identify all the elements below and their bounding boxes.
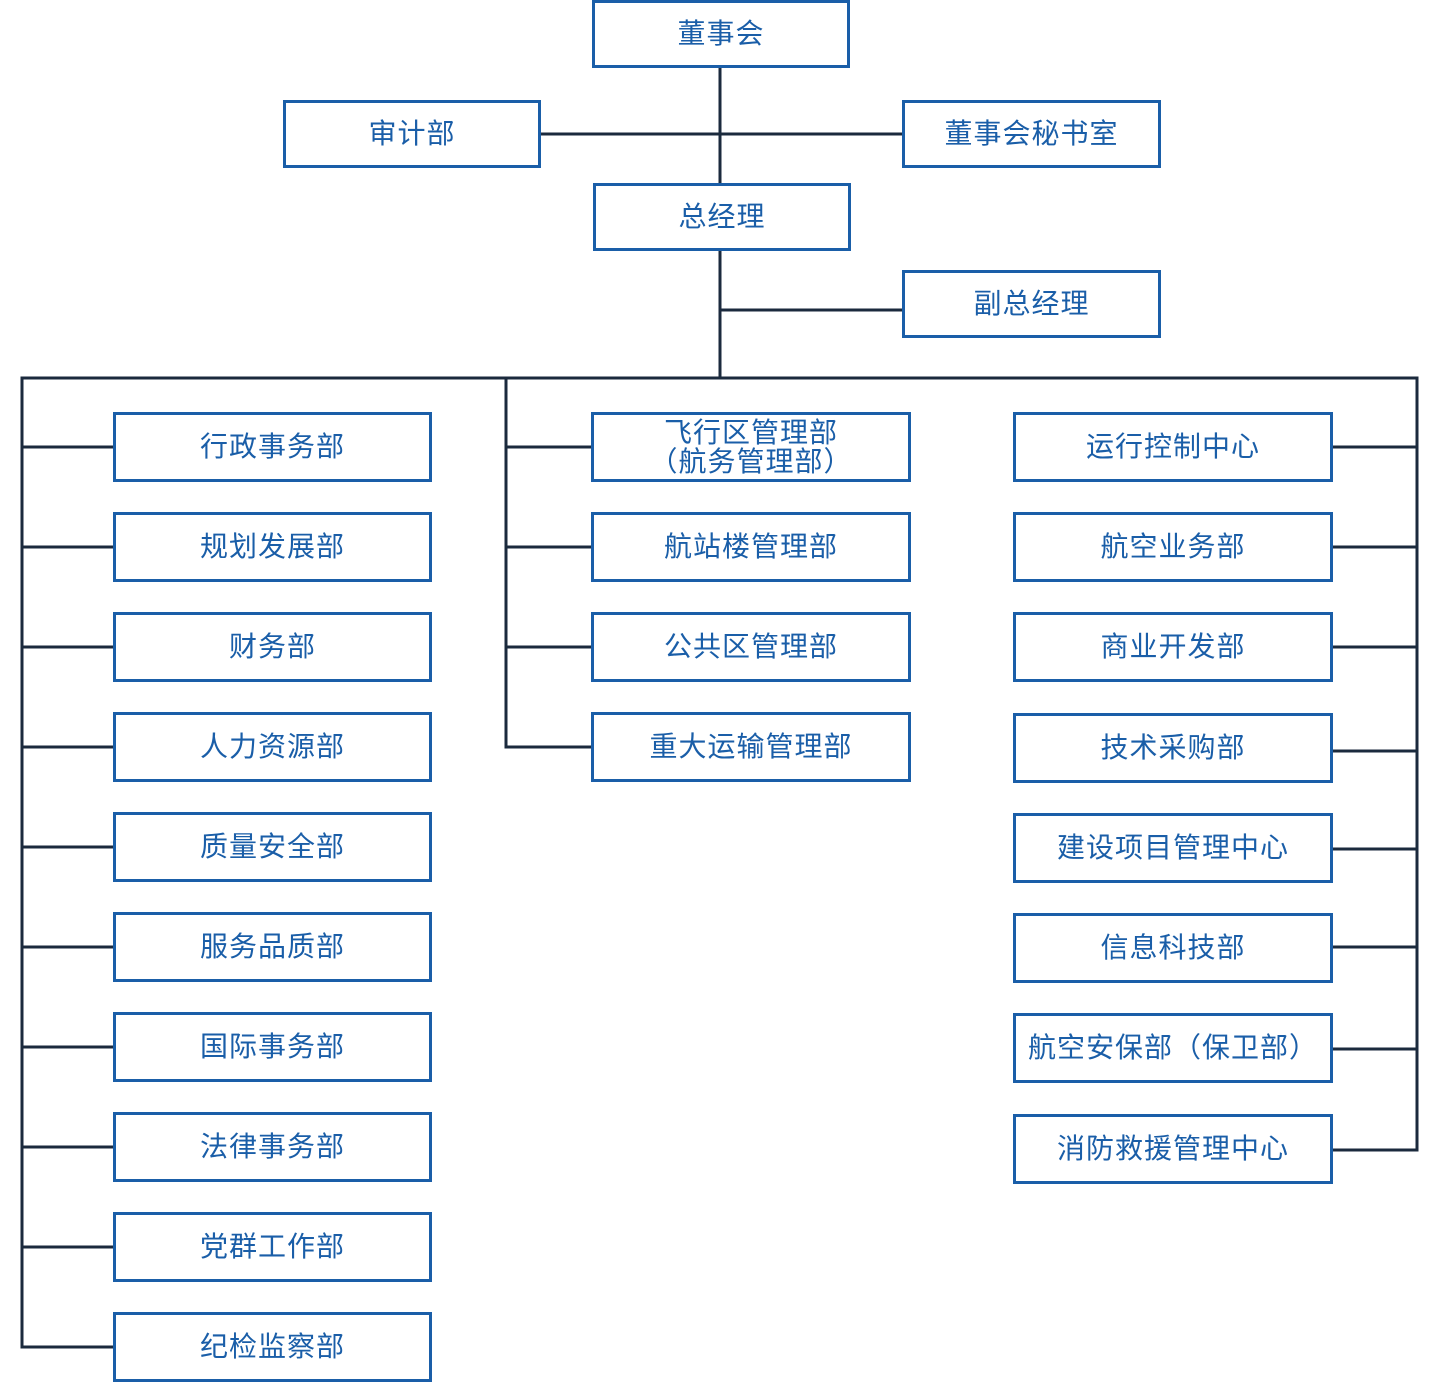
- audit-box: 审计部: [283, 100, 541, 168]
- deputy-general-manager-label: 副总经理: [973, 287, 1090, 320]
- dept-box: 人力资源部: [113, 712, 432, 782]
- dept-box: 航空安保部（保卫部）: [1013, 1013, 1333, 1083]
- terminal-dept-box: 航站楼管理部: [591, 512, 911, 582]
- dept-label: 人力资源部: [199, 730, 345, 763]
- airfield-dept-box: 飞行区管理部 （航务管理部）: [591, 412, 911, 482]
- airfield-dept-label: 飞行区管理部: [663, 416, 838, 449]
- dept-label: 公共区管理部: [663, 630, 838, 663]
- dept-label: 商业开发部: [1100, 630, 1246, 663]
- dept-label: 行政事务部: [199, 430, 345, 463]
- dept-box: 服务品质部: [113, 912, 432, 982]
- dept-box: 财务部: [113, 612, 432, 682]
- airfield-dept-sublabel: （航务管理部）: [649, 445, 853, 478]
- dept-label: 质量安全部: [199, 830, 345, 863]
- dept-label: 财务部: [228, 630, 316, 663]
- dept-box: 行政事务部: [113, 412, 432, 482]
- board-secretariat-box: 董事会秘书室: [902, 100, 1161, 168]
- dept-label: 建设项目管理中心: [1056, 831, 1289, 864]
- dept-label: 信息科技部: [1100, 931, 1246, 964]
- dept-label: 航空业务部: [1100, 530, 1246, 563]
- dept-label: 国际事务部: [199, 1030, 345, 1063]
- dept-label: 运行控制中心: [1085, 430, 1260, 463]
- general-manager-label: 总经理: [678, 200, 766, 233]
- dept-label: 服务品质部: [199, 930, 345, 963]
- public-area-dept-box: 公共区管理部: [591, 612, 911, 682]
- dept-box: 运行控制中心: [1013, 412, 1333, 482]
- dept-box: 规划发展部: [113, 512, 432, 582]
- dept-box: 法律事务部: [113, 1112, 432, 1182]
- deputy-general-manager-box: 副总经理: [902, 270, 1161, 338]
- board-box: 董事会: [592, 0, 850, 68]
- dept-box: 纪检监察部: [113, 1312, 432, 1382]
- audit-label: 审计部: [368, 117, 456, 150]
- dept-box: 商业开发部: [1013, 612, 1333, 682]
- board-secretariat-label: 董事会秘书室: [944, 117, 1119, 150]
- general-manager-box: 总经理: [593, 183, 851, 251]
- dept-box: 技术采购部: [1013, 713, 1333, 783]
- dept-box: 质量安全部: [113, 812, 432, 882]
- dept-label: 党群工作部: [199, 1230, 345, 1263]
- dept-label: 消防救援管理中心: [1056, 1132, 1289, 1165]
- dept-box: 消防救援管理中心: [1013, 1114, 1333, 1184]
- dept-box: 党群工作部: [113, 1212, 432, 1282]
- dept-label: 航站楼管理部: [663, 530, 838, 563]
- dept-label: 航空安保部（保卫部）: [1027, 1031, 1318, 1064]
- dept-box: 航空业务部: [1013, 512, 1333, 582]
- dept-label: 法律事务部: [199, 1130, 345, 1163]
- dept-box: 国际事务部: [113, 1012, 432, 1082]
- dept-label: 规划发展部: [199, 530, 345, 563]
- major-transport-dept-box: 重大运输管理部: [591, 712, 911, 782]
- dept-box: 信息科技部: [1013, 913, 1333, 983]
- dept-label: 技术采购部: [1100, 731, 1246, 764]
- dept-box: 建设项目管理中心: [1013, 813, 1333, 883]
- board-label: 董事会: [677, 17, 765, 50]
- dept-label: 纪检监察部: [199, 1330, 345, 1363]
- dept-label: 重大运输管理部: [649, 730, 853, 763]
